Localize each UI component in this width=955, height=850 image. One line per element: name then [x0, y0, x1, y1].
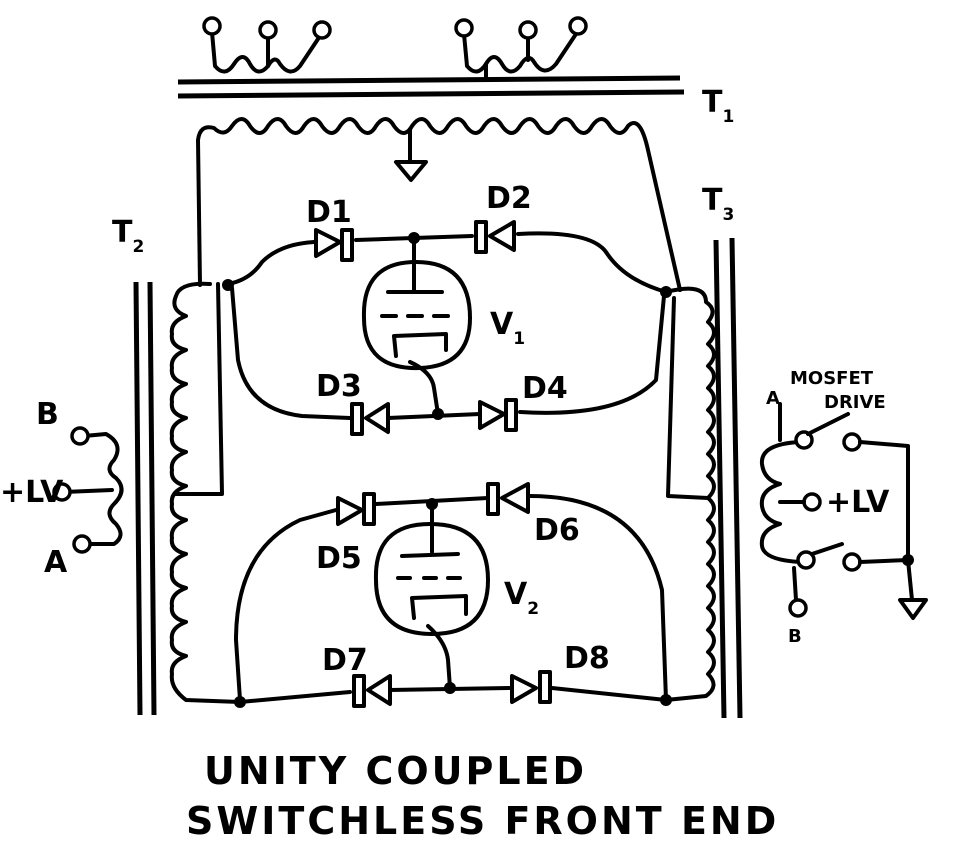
label-d3: D3 — [316, 369, 362, 404]
transformer-t2 — [52, 281, 242, 716]
t1-terminal — [454, 18, 474, 38]
diode-d4 — [478, 398, 518, 432]
tube-v1 — [361, 236, 472, 416]
label-d6: D6 — [534, 513, 580, 548]
upper-bridge — [222, 220, 672, 436]
t1-primary-left — [210, 30, 322, 74]
lower-bridge — [234, 482, 672, 708]
label-d5: D5 — [316, 541, 362, 576]
diode-d8 — [510, 670, 552, 704]
transformer-t3 — [664, 237, 743, 719]
drive-b-terminal — [788, 598, 808, 618]
t1-terminal — [568, 16, 588, 36]
label-drive-lv: +LV — [826, 485, 890, 520]
t2-secondary — [169, 281, 242, 704]
label-t2: T2 — [112, 215, 144, 257]
label-drive-a: A — [766, 388, 780, 409]
diode-d2 — [474, 220, 516, 254]
terminal-lv — [52, 482, 72, 502]
label-t1: T1 — [702, 85, 734, 127]
label-terminal-a: A — [44, 545, 68, 580]
transformer-t1 — [177, 16, 685, 292]
label-d1: D1 — [306, 195, 352, 230]
ground-icon — [898, 598, 928, 620]
label-drive-title-2: DRIVE — [824, 392, 886, 413]
diode-d7 — [352, 674, 392, 708]
label-d8: D8 — [564, 641, 610, 676]
tube-v2 — [373, 502, 490, 690]
caption-line-2: SWITCHLESS FRONT END — [186, 799, 779, 843]
t1-terminal — [518, 20, 538, 40]
t1-terminal — [312, 20, 332, 40]
diode-d5 — [336, 492, 376, 526]
diode-d6 — [486, 482, 530, 516]
label-d4: D4 — [522, 371, 568, 406]
drive-switch-contact — [842, 432, 862, 452]
label-d2: D2 — [486, 181, 532, 216]
t1-terminal — [258, 20, 278, 40]
t1-primary-right — [462, 32, 578, 74]
caption-line-1: UNITY COUPLED — [204, 749, 587, 793]
diode-d1 — [314, 228, 354, 262]
ground-icon — [394, 160, 428, 182]
t3-secondary — [664, 286, 716, 702]
terminal-b — [70, 426, 90, 446]
label-t3: T3 — [702, 183, 734, 225]
label-v1: V1 — [490, 307, 525, 349]
t1-secondary — [196, 117, 682, 292]
label-d7: D7 — [322, 643, 368, 678]
label-drive-title-1: MOSFET — [790, 368, 874, 389]
t1-terminal — [202, 16, 222, 36]
t2-primary — [82, 432, 124, 546]
label-v2: V2 — [504, 577, 539, 619]
drive-terminal-b — [796, 550, 816, 570]
label-terminal-lv: +LV — [0, 475, 64, 510]
drive-switch-contact — [842, 552, 862, 572]
terminal-a — [72, 534, 92, 554]
label-drive-b: B — [788, 626, 802, 647]
drive-terminal-lv — [802, 492, 822, 512]
label-terminal-b: B — [36, 397, 59, 432]
mosfet-drive — [759, 402, 928, 620]
drive-switch-upper — [806, 412, 850, 436]
drive-switch-lower — [810, 542, 844, 556]
diode-d3 — [350, 402, 390, 436]
